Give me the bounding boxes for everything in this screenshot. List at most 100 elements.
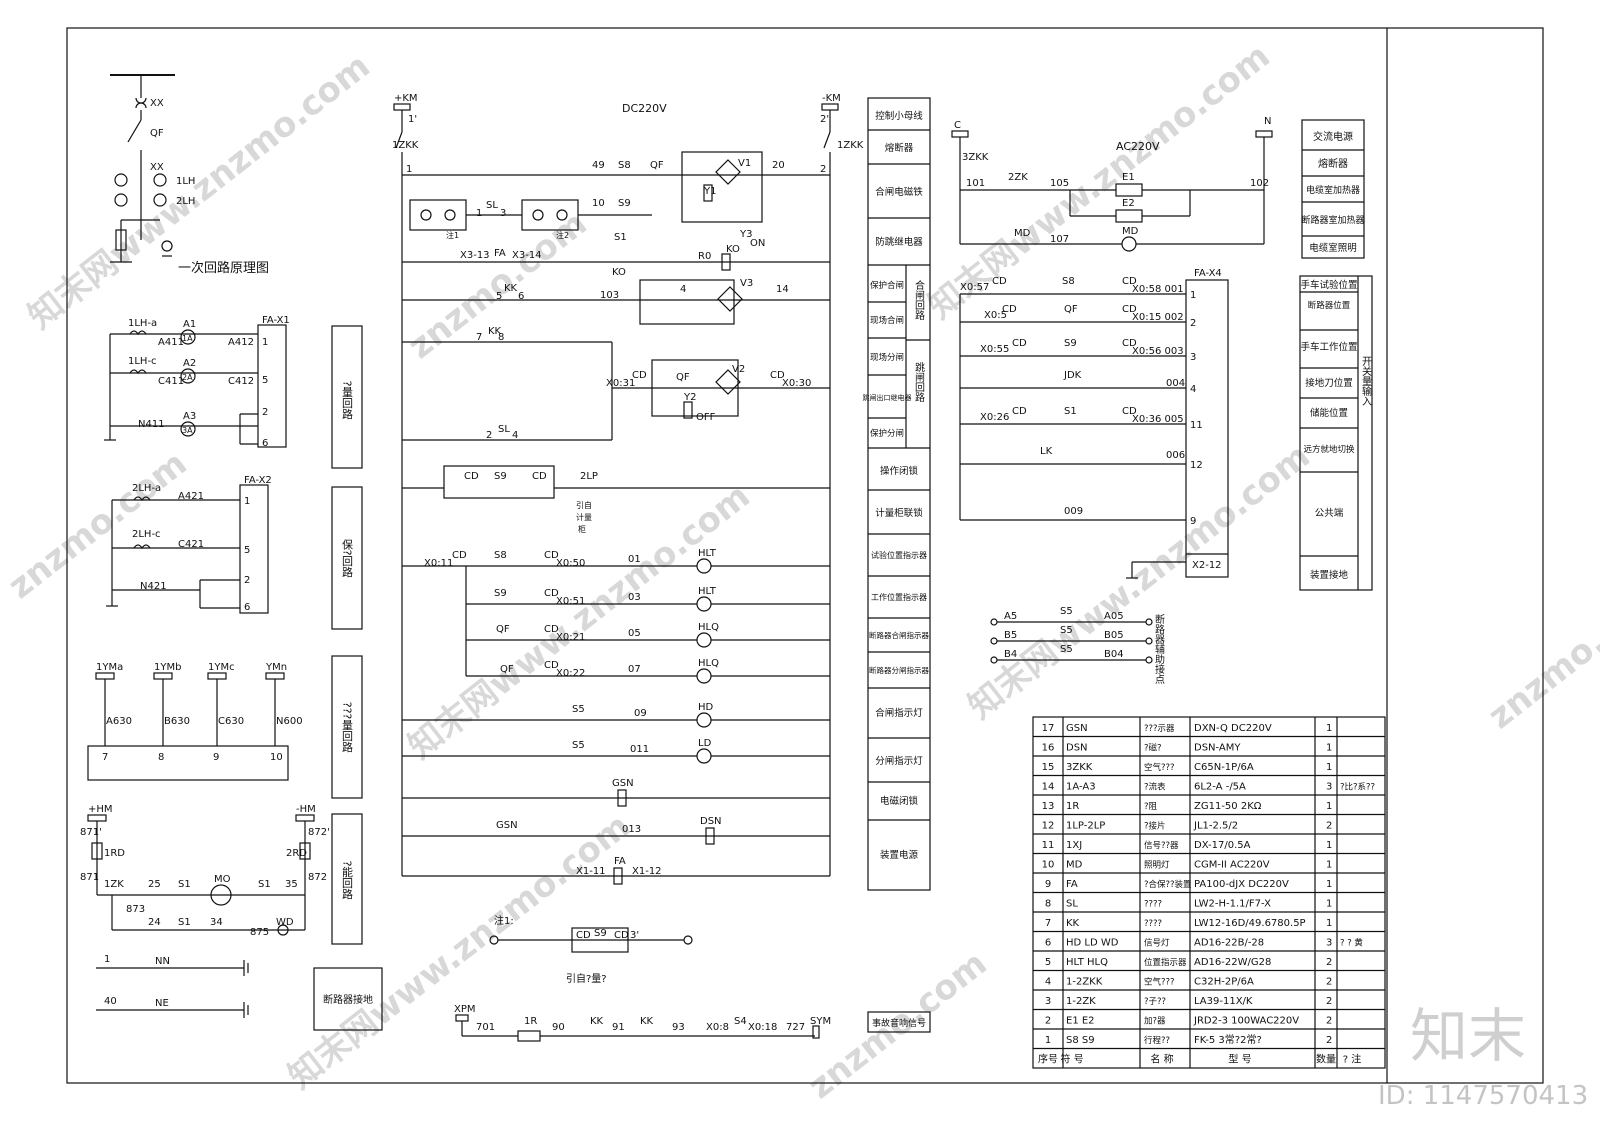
table-cell: CGM-II AC220V: [1194, 860, 1270, 871]
protection-current-circuit: FA-X2 15 26 2LH-a A421 2LH-c C421 N421: [106, 475, 272, 614]
table-cell: 1: [1326, 840, 1332, 851]
ground-box-label: 断路器接地: [323, 993, 373, 1006]
svg-text:2: 2: [486, 430, 492, 441]
svg-text:MD: MD: [1122, 226, 1139, 237]
svg-text:872: 872: [308, 872, 327, 883]
table-cell: 1: [1326, 860, 1332, 871]
table-cell: DSN: [1066, 743, 1088, 754]
svg-text:KK: KK: [504, 283, 518, 294]
table-cell: GSN: [1066, 723, 1088, 734]
func-label: 试验位置指示器: [871, 550, 927, 560]
table-cell: HD LD WD: [1066, 938, 1119, 949]
svg-text:QF: QF: [500, 664, 514, 675]
switch-label: 远方就地切换: [1303, 444, 1355, 455]
drawing-frame: [66, 27, 1544, 1084]
svg-text:S1: S1: [1064, 406, 1077, 417]
svg-text:2LH-a: 2LH-a: [132, 483, 161, 494]
svg-text:2LH-c: 2LH-c: [132, 529, 161, 540]
table-cell: 3ZKK: [1066, 762, 1093, 773]
table-cell: ?合保??装置: [1144, 879, 1192, 890]
aux-s: S5: [1060, 644, 1073, 655]
svg-text:S8: S8: [1062, 276, 1075, 287]
table-cell: 1XJ: [1066, 840, 1082, 851]
center-function-column: 控制小母线 熔断器 合闸电磁铁 防跳继电器 保护合闸 现场合闸 现场分闸 跳闸出…: [863, 97, 931, 1033]
table-cell: LW12-16D/49.6780.5P: [1194, 918, 1306, 929]
svg-text:2LP: 2LP: [580, 471, 598, 482]
table-cell: ???示器: [1144, 724, 1175, 734]
table-cell: SL: [1066, 899, 1078, 910]
svg-text:1ZK: 1ZK: [104, 879, 124, 890]
svg-text:1LH-a: 1LH-a: [128, 318, 157, 329]
svg-text:871': 871': [80, 827, 102, 838]
svg-text:S1: S1: [614, 232, 627, 243]
wire-number: 013: [622, 824, 641, 835]
svg-text:MO: MO: [214, 874, 231, 885]
svg-text:107: 107: [1050, 234, 1069, 245]
svg-text:004: 004: [1166, 378, 1185, 389]
func-label: 断路器分闸指示器: [869, 665, 929, 675]
func-label: 防跳继电器: [875, 236, 923, 248]
svg-text:CD: CD: [544, 660, 559, 671]
func-label: 现场合闸: [870, 315, 904, 326]
watermark-text: znzmo.com: [1481, 574, 1600, 738]
table-cell: 1-2ZKK: [1066, 977, 1103, 988]
svg-text:V3: V3: [740, 278, 753, 289]
table-cell: 4: [1045, 977, 1051, 988]
note-ref: 引自?量?: [566, 972, 607, 985]
note1-label: 注1:: [494, 914, 514, 927]
svg-text:2LH: 2LH: [176, 196, 195, 207]
ac-func-label: 熔断器: [1318, 157, 1348, 170]
lamp-label: HD: [698, 702, 714, 713]
table-cell: 1LP-2LP: [1066, 821, 1105, 832]
table-cell: C32H-2P/6A: [1194, 977, 1254, 988]
svg-text:OFF: OFF: [696, 412, 716, 423]
table-cell: 2: [1326, 821, 1332, 832]
svg-text:MD: MD: [1014, 228, 1031, 239]
table-cell: 13: [1042, 801, 1055, 812]
func-label: 断路器合闸指示器: [869, 630, 929, 640]
table-cell: 2: [1326, 996, 1332, 1007]
svg-text:1LH-c: 1LH-c: [128, 356, 157, 367]
svg-text:CD: CD: [1012, 338, 1027, 349]
svg-text:12: 12: [1190, 460, 1203, 471]
table-cell: 2: [1045, 1016, 1051, 1027]
table-cell: AD16-22B/-28: [1194, 938, 1264, 949]
svg-text:1LH: 1LH: [176, 176, 195, 187]
svg-text:105: 105: [1050, 178, 1069, 189]
func-label: 电磁闭锁: [880, 795, 919, 807]
table-cell: LA39-11X/K: [1194, 996, 1253, 1007]
svg-text:875: 875: [250, 927, 269, 938]
table-cell: 1-2ZK: [1066, 996, 1096, 1007]
svg-text:8: 8: [158, 752, 164, 763]
svg-text:KO: KO: [726, 244, 740, 255]
svg-text:CD: CD: [464, 471, 479, 482]
svg-text:102: 102: [1250, 178, 1269, 189]
table-cell: 3: [1326, 938, 1332, 949]
panel-protection-label: 保?回路: [341, 537, 354, 578]
svg-text:X0:18: X0:18: [748, 1022, 777, 1033]
svg-text:4: 4: [1190, 384, 1196, 395]
table-cell: 5: [1045, 957, 1051, 968]
svg-text:CD: CD: [1012, 406, 1027, 417]
svg-text:A411: A411: [158, 337, 184, 348]
aux-a: B5: [1004, 630, 1017, 641]
aux-a: A5: [1004, 611, 1017, 622]
svg-text:10: 10: [270, 752, 283, 763]
table-cell: ?阻: [1144, 802, 1158, 812]
switch-label: 装置接地: [1310, 569, 1349, 581]
svg-text:1R: 1R: [524, 1016, 537, 1027]
svg-text:X0:57: X0:57: [960, 282, 989, 293]
xpm-label: XPM: [454, 1004, 476, 1015]
svg-text:4: 4: [680, 284, 686, 295]
table-cell: JRD2-3 100WAC220V: [1193, 1016, 1299, 1027]
func-label: 合闸指示灯: [875, 707, 923, 719]
svg-text:1: 1: [1190, 290, 1196, 301]
func-label: 保护分闸: [870, 428, 904, 439]
svg-text:注2: 注2: [556, 230, 569, 240]
